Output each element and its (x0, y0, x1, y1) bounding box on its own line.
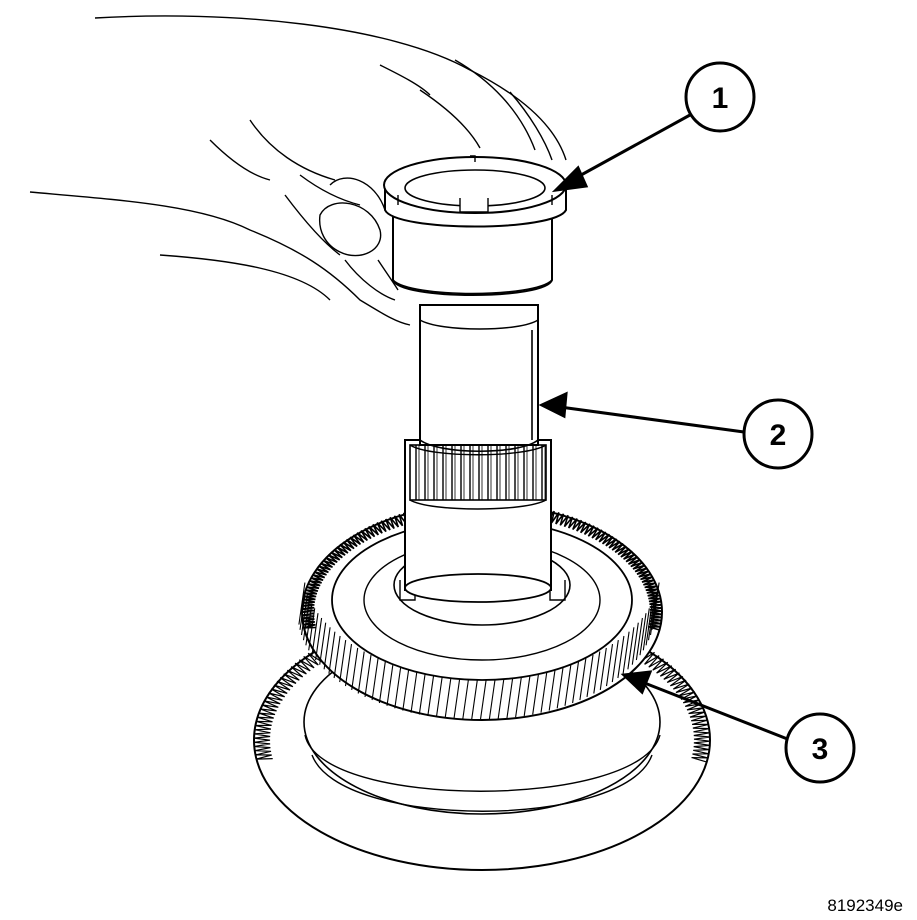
gear-tooth (357, 651, 365, 694)
gear-tooth (311, 613, 319, 656)
gear-tooth (635, 617, 643, 661)
callout-3: 3 (784, 712, 856, 784)
gear-tooth (371, 658, 379, 701)
gear-tooth (305, 603, 313, 646)
callout-1-label: 1 (712, 82, 729, 115)
gear-tooth (593, 651, 601, 694)
gear-tooth (351, 647, 359, 690)
gear-tooth (453, 677, 461, 720)
callout-leaders (538, 113, 791, 742)
gear-tooth (402, 668, 410, 711)
gear-tooth (462, 677, 470, 720)
gear-tooth (427, 673, 435, 717)
gear-tooth (319, 622, 327, 665)
gear-tooth (631, 622, 639, 665)
gear-tooth (627, 627, 635, 670)
gear-tooth (298, 582, 306, 625)
shaft (404, 304, 552, 603)
gear-tooth (497, 677, 505, 720)
gear-tooth (532, 672, 540, 715)
gear-tooth (572, 660, 580, 704)
callout-3-label: 3 (812, 733, 829, 766)
gear-tooth (622, 631, 630, 674)
gear-tooth (479, 677, 487, 721)
gear-tooth (418, 672, 426, 715)
gear-tooth (315, 617, 323, 661)
gear-tooth (435, 675, 443, 718)
gear-tooth (444, 676, 452, 719)
callout-2: 2 (742, 398, 814, 470)
gear-tooth (564, 663, 572, 706)
gear-tooth (642, 608, 650, 651)
gear-tooth (586, 654, 594, 697)
callout-1: 1 (684, 61, 756, 133)
gear-tooth (378, 660, 386, 704)
gear-tooth (333, 635, 341, 679)
gear-tooth (328, 631, 336, 674)
gear-tooth (302, 598, 311, 641)
gear-tooth (540, 670, 548, 713)
gear-tooth (617, 635, 625, 679)
gear-tooth (515, 675, 523, 718)
gear-tooth (506, 676, 514, 719)
gear-tooth (410, 670, 418, 713)
gear-tooth (300, 592, 309, 636)
gear-tooth (647, 598, 656, 641)
gear-tooth (556, 666, 564, 709)
gear-tooth (579, 658, 587, 701)
gear-tooth (471, 677, 479, 721)
gear-tooth (639, 613, 647, 656)
gear-tooth (394, 666, 402, 709)
figure-id: 8192349e (827, 896, 903, 915)
gear-tooth (488, 677, 496, 720)
hand-outline (29, 15, 567, 326)
gear-tooth (364, 654, 372, 697)
callout-2-label: 2 (770, 419, 787, 452)
gear-tooth (299, 587, 307, 630)
gear-tooth (605, 644, 614, 687)
gear-tooth (651, 587, 659, 630)
gear-tooth (611, 640, 619, 683)
gear-tooth (548, 668, 556, 711)
gear-tooth (339, 640, 347, 683)
sleeve-bearing (383, 155, 567, 296)
gear-tooth (323, 627, 331, 670)
gear-tooth (308, 608, 316, 651)
gear-tooth (386, 663, 394, 706)
gear-tooth (649, 592, 658, 636)
gear-tooth (645, 603, 653, 646)
gear-tooth (344, 644, 353, 687)
gear-tooth (599, 647, 607, 690)
gear-tooth (523, 673, 531, 717)
